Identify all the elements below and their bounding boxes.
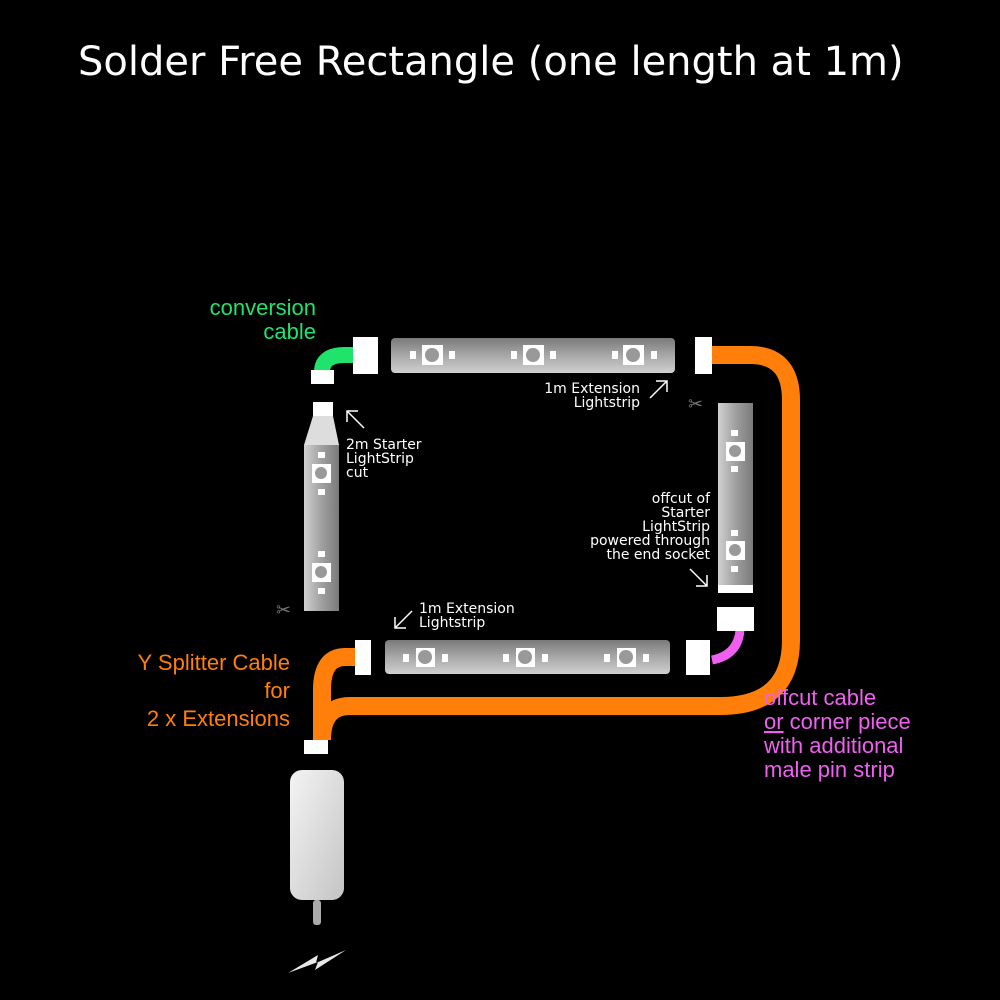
svg-text:1m Extension: 1m Extension [419, 601, 515, 617]
offcut-cable-label: offcut cable or corner piece with additi… [763, 685, 911, 782]
scissors-icon: ✂ [276, 600, 291, 620]
offcut-label: offcut of Starter LightStrip powered thr… [590, 491, 711, 563]
conversion-connector [304, 370, 339, 445]
starter-strip-cut [304, 445, 339, 611]
svg-text:LightStrip: LightStrip [346, 451, 414, 467]
svg-text:Lightstrip: Lightstrip [419, 615, 485, 631]
svg-text:for: for [264, 678, 290, 703]
svg-text:offcut of: offcut of [652, 491, 711, 507]
offcut-strip [717, 403, 754, 631]
conversion-cable-label: conversion cable [210, 295, 316, 344]
y-splitter-label: Y Splitter Cable for 2 x Extensions [138, 650, 290, 731]
svg-text:the end socket: the end socket [606, 547, 710, 563]
svg-text:cut: cut [346, 465, 369, 481]
svg-text:conversion: conversion [210, 295, 316, 320]
svg-text:offcut cable: offcut cable [764, 685, 876, 710]
svg-text:2m Starter: 2m Starter [346, 437, 422, 453]
bottom-extension-strip [355, 640, 710, 675]
svg-text:Lightstrip: Lightstrip [574, 395, 640, 411]
y-splitter-cable [313, 346, 800, 741]
top-extension-label: 1m Extension Lightstrip [544, 381, 640, 411]
starter-cut-label: 2m Starter LightStrip cut [346, 437, 422, 481]
scissors-icon: ✂ [688, 394, 703, 414]
bottom-extension-label: 1m Extension Lightstrip [419, 601, 515, 631]
splitter-connector [304, 740, 328, 754]
svg-text:with additional: with additional [763, 733, 903, 758]
svg-text:male pin strip: male pin strip [764, 757, 895, 782]
svg-text:Starter: Starter [661, 505, 710, 521]
svg-text:1m Extension: 1m Extension [544, 381, 640, 397]
svg-text:Y Splitter Cable: Y Splitter Cable [138, 650, 290, 675]
svg-text:or corner piece: or corner piece [764, 709, 911, 734]
page-title: Solder Free Rectangle (one length at 1m) [78, 39, 904, 85]
svg-text:cable: cable [263, 319, 316, 344]
svg-text:powered through: powered through [590, 533, 710, 549]
svg-text:LightStrip: LightStrip [642, 519, 710, 535]
lightning-bolt-icon [288, 950, 346, 973]
arrow-icon [346, 380, 708, 629]
offcut-cable [710, 629, 745, 665]
power-cable [313, 900, 321, 925]
conversion-cable [314, 347, 356, 373]
top-extension-strip [353, 337, 712, 374]
power-supply [290, 770, 344, 900]
svg-text:2 x Extensions: 2 x Extensions [147, 706, 290, 731]
